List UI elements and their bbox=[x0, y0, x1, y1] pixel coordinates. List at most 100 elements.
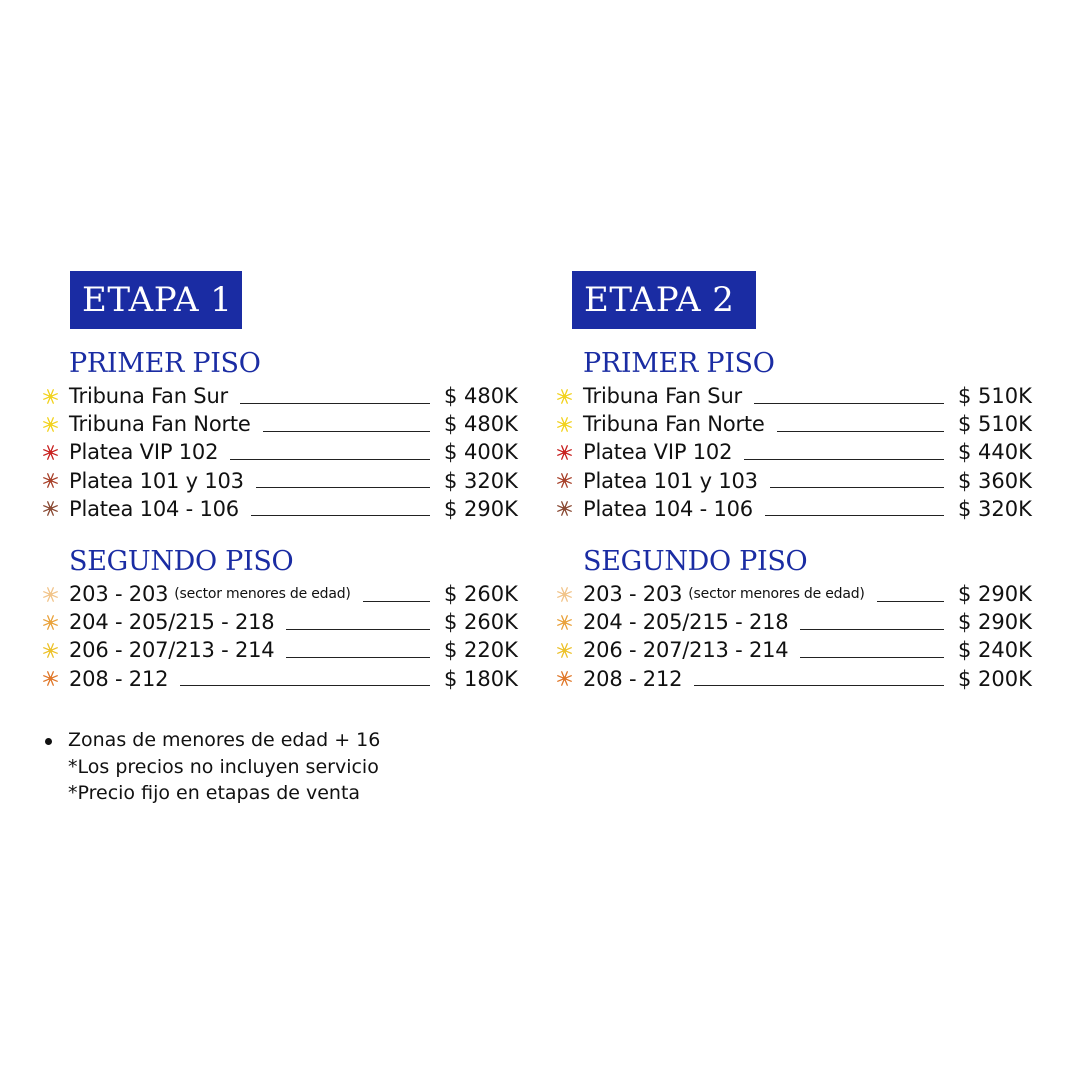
zone-label: Platea 104 - 106 bbox=[69, 496, 239, 521]
leader-line bbox=[694, 685, 944, 687]
price-row: Tribuna Fan Norte $ 480K bbox=[42, 410, 522, 438]
price-row: Platea 101 y 103 $ 360K bbox=[556, 467, 1036, 495]
leader-line bbox=[362, 600, 430, 602]
footnote-service: *Los precios no incluyen servicio bbox=[68, 755, 379, 778]
zone-label: Tribuna Fan Sur bbox=[583, 384, 742, 409]
zone-price: $ 400K bbox=[444, 440, 518, 465]
stage-2-segundo-piso-title: SEGUNDO PISO bbox=[583, 546, 808, 577]
star-burst-icon bbox=[42, 614, 69, 631]
zone-price: $ 180K bbox=[444, 666, 518, 691]
leader-line bbox=[255, 487, 430, 489]
price-row: 204 - 205/215 - 218 $ 290K bbox=[556, 608, 1036, 636]
star-burst-icon bbox=[556, 586, 583, 603]
stage-1-primer-piso-list: Tribuna Fan Sur $ 480K Tribuna Fan Norte $ … bbox=[42, 382, 522, 523]
zone-label: 204 - 205/215 - 218 bbox=[583, 610, 789, 635]
price-row: Platea VIP 102 $ 400K bbox=[42, 438, 522, 466]
zone-label: Platea 101 y 103 bbox=[69, 468, 244, 493]
price-row: Tribuna Fan Sur $ 480K bbox=[42, 382, 522, 410]
price-row: 208 - 212 $ 180K bbox=[42, 665, 522, 693]
zone-label: Platea VIP 102 bbox=[583, 440, 733, 465]
leader-line bbox=[769, 487, 944, 489]
bullet-dot-icon bbox=[45, 738, 52, 745]
zone-price: $ 320K bbox=[958, 496, 1032, 521]
zone-price: $ 290K bbox=[958, 610, 1032, 635]
star-burst-icon bbox=[42, 500, 69, 517]
footnotes: Zonas de menores de edad + 16 *Los preci… bbox=[45, 727, 381, 807]
price-row: 204 - 205/215 - 218 $ 260K bbox=[42, 608, 522, 636]
leader-line bbox=[744, 458, 944, 460]
star-burst-icon bbox=[556, 472, 583, 489]
zone-note: (sector menores de edad) bbox=[174, 586, 351, 603]
star-burst-icon bbox=[42, 670, 69, 687]
price-row: Platea 101 y 103 $ 320K bbox=[42, 467, 522, 495]
leader-line bbox=[800, 656, 944, 658]
star-burst-icon bbox=[556, 388, 583, 405]
zone-price: $ 320K bbox=[444, 468, 518, 493]
zone-price: $ 480K bbox=[444, 384, 518, 409]
zone-price: $ 290K bbox=[444, 496, 518, 521]
price-row: 206 - 207/213 - 214$ 240K bbox=[556, 636, 1036, 664]
zone-label: Tribuna Fan Sur bbox=[69, 384, 228, 409]
stage-2-header: ETAPA 2 bbox=[572, 271, 756, 329]
leader-line bbox=[800, 628, 944, 630]
zone-label: 204 - 205/215 - 218 bbox=[69, 610, 275, 635]
star-burst-icon bbox=[42, 416, 69, 433]
zone-price: $ 260K bbox=[444, 610, 518, 635]
leader-line bbox=[776, 430, 944, 432]
leader-line bbox=[286, 656, 430, 658]
footnote-bullet-text: Zonas de menores de edad + 16 bbox=[68, 729, 381, 751]
footnote-bullet-line: Zonas de menores de edad + 16 bbox=[45, 727, 381, 754]
zone-price: $ 360K bbox=[958, 468, 1032, 493]
zone-price: $ 240K bbox=[958, 638, 1032, 663]
leader-line bbox=[286, 628, 430, 630]
star-burst-icon bbox=[42, 642, 69, 659]
price-row: Platea VIP 102 $ 440K bbox=[556, 438, 1036, 466]
zone-label: 203 - 203 bbox=[583, 582, 683, 607]
zone-price: $ 220K bbox=[444, 638, 518, 663]
zone-price: $ 510K bbox=[958, 412, 1032, 437]
star-burst-icon bbox=[42, 586, 69, 603]
zone-label: 203 - 203 bbox=[69, 582, 169, 607]
zone-label: Tribuna Fan Norte bbox=[583, 412, 765, 437]
leader-line bbox=[753, 402, 944, 404]
zone-label: Platea 104 - 106 bbox=[583, 496, 753, 521]
leader-line bbox=[764, 515, 944, 517]
leader-line bbox=[876, 600, 944, 602]
price-row: 203 - 203(sector menores de edad)$ 290K bbox=[556, 580, 1036, 608]
zone-label: Platea VIP 102 bbox=[69, 440, 219, 465]
zone-price: $ 290K bbox=[958, 582, 1032, 607]
footnote-fixed-price: *Precio fijo en etapas de venta bbox=[68, 782, 361, 804]
price-row: 208 - 212 $ 200K bbox=[556, 665, 1036, 693]
price-row: 206 - 207/213 - 214 $ 220K bbox=[42, 636, 522, 664]
star-burst-icon bbox=[42, 444, 69, 461]
zone-label: Tribuna Fan Norte bbox=[69, 412, 251, 437]
price-row: Platea 104 - 106 $ 320K bbox=[556, 495, 1036, 523]
price-row: Tribuna Fan Norte $ 510K bbox=[556, 410, 1036, 438]
star-burst-icon bbox=[556, 500, 583, 517]
star-burst-icon bbox=[42, 472, 69, 489]
stage-2-primer-piso-title: PRIMER PISO bbox=[583, 348, 775, 379]
leader-line bbox=[180, 685, 430, 687]
leader-line bbox=[262, 430, 430, 432]
zone-price: $ 480K bbox=[444, 412, 518, 437]
zone-label: 206 - 207/213 - 214 bbox=[69, 638, 275, 663]
stage-1-primer-piso-title: PRIMER PISO bbox=[69, 348, 261, 379]
star-burst-icon bbox=[556, 444, 583, 461]
zone-price: $ 200K bbox=[958, 666, 1032, 691]
zone-price: $ 260K bbox=[444, 582, 518, 607]
zone-label: Platea 101 y 103 bbox=[583, 468, 758, 493]
zone-label: 208 - 212 bbox=[69, 666, 169, 691]
leader-line bbox=[230, 458, 430, 460]
star-burst-icon bbox=[556, 670, 583, 687]
leader-line bbox=[250, 515, 430, 517]
zone-price: $ 440K bbox=[958, 440, 1032, 465]
star-burst-icon bbox=[42, 388, 69, 405]
star-burst-icon bbox=[556, 416, 583, 433]
price-row: Tribuna Fan Sur$ 510K bbox=[556, 382, 1036, 410]
price-row: Platea 104 - 106 $ 290K bbox=[42, 495, 522, 523]
zone-label: 208 - 212 bbox=[583, 666, 683, 691]
stage-1-segundo-piso-title: SEGUNDO PISO bbox=[69, 546, 294, 577]
